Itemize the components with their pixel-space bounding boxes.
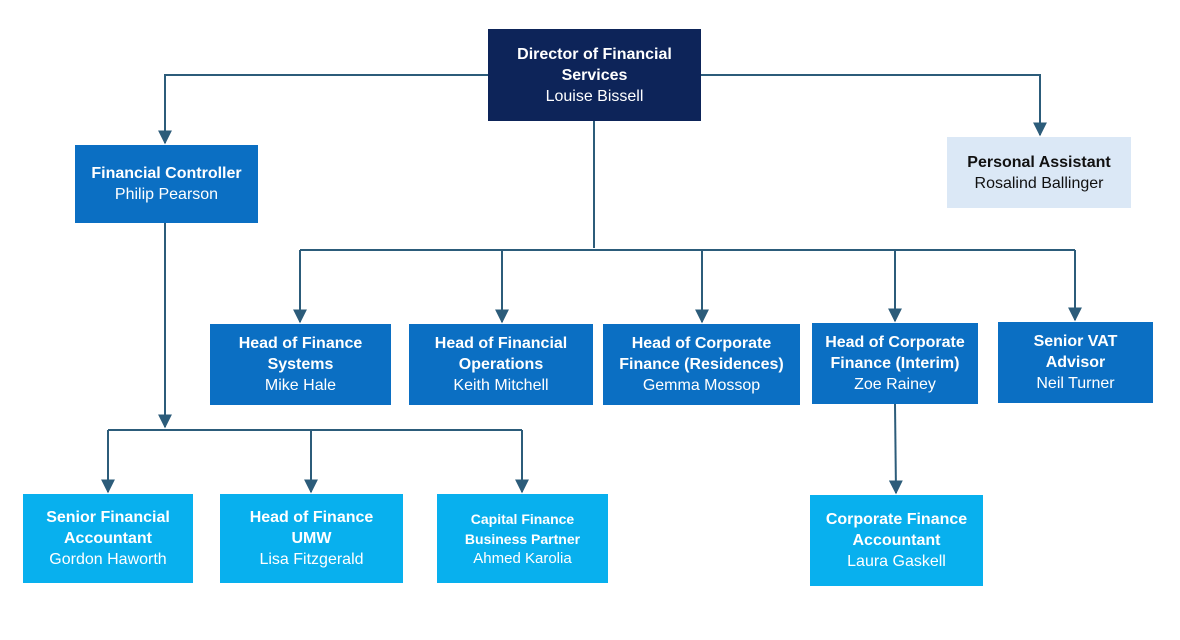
node-name: Gordon Haworth — [49, 551, 167, 568]
node-name: Lisa Fitzgerald — [259, 551, 364, 568]
node-head-corporate-residences: Head of Corporate Finance (Residences) G… — [603, 324, 800, 405]
node-name: Gemma Mossop — [642, 377, 761, 394]
node-title: Head of Financial Operations — [434, 335, 568, 373]
node-name: Louise Bissell — [545, 87, 644, 105]
node-title: Corporate Finance Accountant — [825, 511, 968, 549]
node-name: Zoe Rainey — [854, 376, 936, 393]
node-head-finance-umw: Head of Finance UMW Lisa Fitzgerald — [220, 494, 403, 583]
node-head-corporate-interim: Head of Corporate Finance (Interim) Zoe … — [812, 323, 978, 404]
node-name: Keith Mitchell — [453, 377, 549, 394]
node-title: Head of Corporate Finance (Residences) — [619, 335, 784, 373]
node-name: Rosalind Ballinger — [974, 174, 1104, 192]
node-title: Head of Finance UMW — [249, 509, 374, 547]
node-name: Ahmed Karolia — [473, 549, 572, 567]
node-name: Neil Turner — [1036, 375, 1115, 392]
node-director: Director of Financial Services Louise Bi… — [488, 29, 701, 121]
node-senior-financial-accountant: Senior Financial Accountant Gordon Hawor… — [23, 494, 193, 583]
node-financial-controller: Financial Controller Philip Pearson — [75, 145, 258, 223]
node-name: Philip Pearson — [114, 186, 219, 203]
node-name: Laura Gaskell — [847, 553, 946, 570]
node-title: Director of Financial Services — [517, 45, 672, 84]
node-head-financial-operations: Head of Financial Operations Keith Mitch… — [409, 324, 593, 405]
node-capital-finance-business-partner: Capital Finance Business Partner Ahmed K… — [437, 494, 608, 583]
node-title: Senior Financial Accountant — [46, 509, 170, 547]
node-title: Senior VAT Advisor — [1033, 333, 1118, 371]
node-senior-vat-advisor: Senior VAT Advisor Neil Turner — [998, 322, 1153, 403]
connector-director-controller — [158, 74, 488, 145]
node-title: Personal Assistant — [967, 153, 1111, 171]
node-name: Mike Hale — [264, 377, 337, 394]
node-head-finance-systems: Head of Finance Systems Mike Hale — [210, 324, 391, 405]
node-title: Financial Controller — [91, 165, 242, 182]
node-title: Head of Corporate Finance (Interim) — [825, 334, 965, 372]
connector-interim-accountant — [888, 403, 903, 495]
node-personal-assistant: Personal Assistant Rosalind Ballinger — [947, 137, 1131, 208]
connector-director-assistant — [701, 74, 1047, 137]
node-title: Capital Finance Business Partner — [464, 510, 581, 547]
node-corporate-finance-accountant: Corporate Finance Accountant Laura Gaske… — [810, 495, 983, 586]
node-title: Head of Finance Systems — [238, 335, 363, 373]
